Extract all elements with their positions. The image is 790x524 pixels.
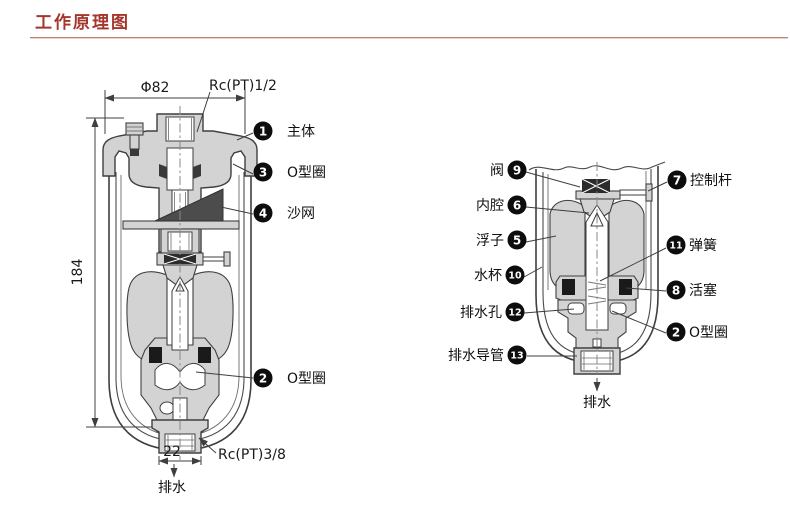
callout-num: 4 [259,207,267,221]
callout-label: 浮子 [476,233,504,249]
page-title: 工作原理图 [35,13,130,33]
callout-num: 2 [259,372,267,386]
callout-8-piston: 8 活塞 [625,280,717,300]
callout-num: 2 [672,326,680,340]
callout-label: O型圈 [287,371,326,387]
callout-9-valve: 9 阀 [490,160,581,188]
callout-label: 排水孔 [460,305,502,321]
callout-num: 5 [513,234,521,248]
callout-label: 排水导管 [448,348,504,364]
callout-num: 3 [259,166,267,180]
callout-label: O型圈 [287,165,326,181]
dim-drain-width: 22 [158,444,202,465]
callout-num: 9 [513,164,521,178]
dim-height: 184 [70,117,152,428]
control-rod-pin [645,183,653,202]
callout-num: 8 [672,284,680,298]
callout-label: 水杯 [474,268,502,284]
bolt [125,122,144,156]
callout-num: 12 [508,308,521,319]
callout-3-oring: 3 O型圈 [232,162,326,182]
callout-label: 内腔 [476,198,504,214]
port-bottom-label: Rc(PT)3/8 [198,437,286,463]
drain-arrow-right: 排水 [583,378,611,411]
drain-fitting [151,419,209,454]
callout-label: 主体 [287,124,315,140]
drain-arrow-left: 排水 [158,464,186,496]
oring-right [198,347,211,363]
port-top-text: Rc(PT)1/2 [209,78,277,94]
piston-seal-left [562,279,575,295]
seat-seal-left [159,164,167,179]
internal-mechanism [126,251,234,433]
callout-label: 活塞 [689,282,717,299]
dim-height-text: 184 [70,259,86,286]
drain-text-left: 排水 [158,480,186,496]
callout-5-float: 5 浮子 [476,230,557,250]
dim-width: Φ82 [104,80,246,134]
callout-label: 沙网 [287,206,315,222]
callout-6-inner-cavity: 6 内腔 [476,195,590,215]
callout-label: 阀 [490,163,504,179]
callout-7-control-rod: 7 控制杆 [647,170,732,192]
callout-num: 6 [513,199,521,213]
drain-hole-right [609,302,627,315]
callout-10-water-cup: 10 水杯 [474,265,543,285]
piston-seal-right [619,279,632,295]
dim-drain-text: 22 [163,444,181,460]
callout-1-main-body: 1 主体 [236,121,315,141]
callout-13-drain-guide-tube: 13 排水导管 [448,345,577,365]
callout-num: 11 [669,241,682,252]
seat-seal-right [193,164,201,179]
callout-12-drain-hole: 12 排水孔 [460,302,575,322]
callout-4-sand-screen: 4 沙网 [220,203,315,223]
oring-left [149,347,162,363]
callout-num: 10 [508,271,522,282]
title-divider [30,37,788,39]
callout-label: 控制杆 [690,173,732,189]
callout-label: O型圈 [689,325,728,341]
left-diagram: Φ82 Rc(PT)1/2 184 22 Rc(PT)3/8 [70,78,326,496]
callout-2-oring-right: 2 O型圈 [611,310,728,342]
break-line [528,161,666,171]
port-bottom-text: Rc(PT)3/8 [218,447,286,463]
port-top-label: Rc(PT)1/2 [196,78,277,133]
right-diagram: 排水 9 阀 6 内腔 5 浮子 [448,160,732,411]
dim-width-text: Φ82 [141,80,170,96]
drain-hole-left [567,302,585,315]
callout-num: 13 [510,351,523,362]
callout-label: 弹簧 [689,238,717,254]
drain-text-right: 排水 [583,395,611,411]
callout-2-oring: 2 O型圈 [195,368,326,388]
callout-11-spring: 11 弹簧 [599,235,717,282]
callout-num: 1 [259,125,267,139]
callout-num: 7 [673,174,681,188]
float [549,199,645,292]
